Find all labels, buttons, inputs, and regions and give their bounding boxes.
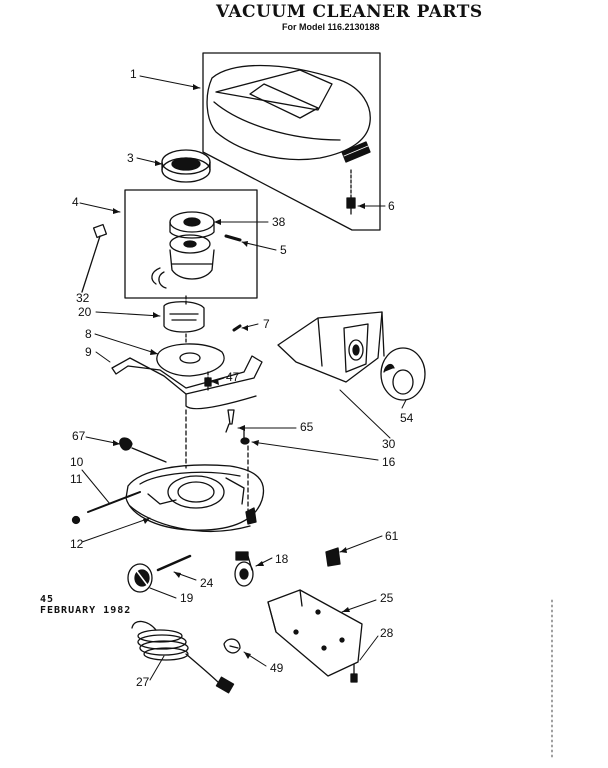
- callout-65: 65: [300, 420, 314, 434]
- callout-11: 11: [70, 472, 83, 486]
- leader-lines: [79, 75, 407, 681]
- callout-24: 24: [200, 576, 214, 590]
- callout-7: 7: [263, 317, 270, 331]
- callout-61: 61: [385, 529, 399, 543]
- model-number: For Model 116.2130188: [282, 22, 380, 32]
- document-code: 45: [40, 594, 55, 605]
- callout-67: 67: [72, 429, 86, 443]
- callout-6: 6: [388, 199, 395, 213]
- callout-16: 16: [382, 455, 396, 469]
- callout-20: 20: [78, 305, 92, 319]
- callout-8: 8: [85, 327, 92, 341]
- diagram-title: VACUUM CLEANER PARTS: [216, 2, 483, 22]
- callout-4: 4: [72, 195, 79, 209]
- filter-disc: [161, 149, 211, 183]
- callout-32: 32: [76, 291, 90, 305]
- callout-49: 49: [270, 661, 284, 675]
- callout-27: 27: [136, 675, 150, 689]
- callout-3: 3: [127, 151, 134, 165]
- callout-28: 28: [380, 626, 394, 640]
- motor-assembly: [81, 189, 258, 299]
- power-cord: [131, 620, 241, 694]
- callout-12: 12: [70, 537, 84, 551]
- callout-18: 18: [275, 552, 289, 566]
- callout-9: 9: [85, 345, 92, 359]
- motor-plate-and-bumper: [111, 343, 263, 410]
- mounting-bracket: [267, 589, 363, 683]
- part-61-clip: [325, 547, 341, 567]
- fan-housing: [163, 295, 242, 345]
- document-date: FEBRUARY 1982: [40, 605, 132, 616]
- callout-10: 10: [70, 455, 84, 469]
- caster-wheel: [234, 551, 254, 587]
- callout-38: 38: [272, 215, 286, 229]
- callout-30: 30: [382, 437, 396, 451]
- callout-25: 25: [380, 591, 394, 605]
- base-housing: [71, 409, 265, 532]
- callout-47: 47: [226, 370, 240, 384]
- wheel-and-axle: [127, 554, 192, 593]
- callout-54: 54: [400, 411, 414, 425]
- callout-5: 5: [280, 243, 287, 257]
- nozzle-assembly: [277, 311, 426, 401]
- leader-arrowheads: [113, 84, 365, 659]
- callout-1: 1: [130, 67, 137, 81]
- callout-19: 19: [180, 591, 194, 605]
- small-hardware: [225, 409, 250, 523]
- top-cover-group: [202, 52, 381, 231]
